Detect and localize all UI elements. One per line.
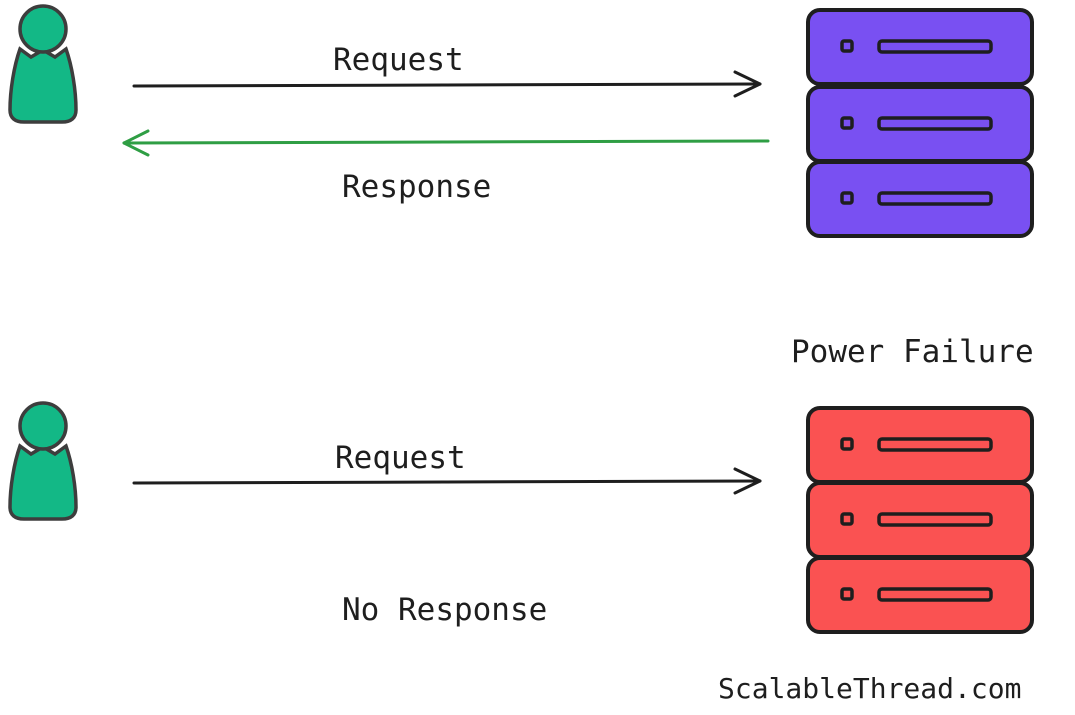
person-icon	[8, 4, 78, 124]
server-unit	[806, 85, 1034, 163]
server-unit	[806, 406, 1034, 484]
request-arrow	[132, 70, 762, 98]
watermark-text: ScalableThread.com	[718, 672, 1021, 705]
request-arrow	[132, 467, 762, 495]
request-label: Request	[335, 440, 466, 476]
top-scenario: Request Response	[8, 4, 1034, 238]
bottom-scenario: Power Failure Request No Response	[8, 334, 1034, 634]
server-unit	[806, 8, 1034, 86]
server-rack-icon	[806, 8, 1034, 238]
server-unit	[806, 160, 1034, 238]
no-response-label: No Response	[342, 592, 547, 628]
request-label: Request	[333, 42, 464, 78]
person-icon	[8, 401, 78, 521]
person-icon-shape	[8, 4, 78, 124]
response-label: Response	[342, 169, 491, 205]
power-failure-label: Power Failure	[791, 334, 1034, 370]
response-arrow	[122, 129, 770, 157]
server-unit	[806, 556, 1034, 634]
server-rack-icon	[806, 406, 1034, 634]
person-icon-shape	[8, 401, 78, 521]
server-unit	[806, 481, 1034, 559]
